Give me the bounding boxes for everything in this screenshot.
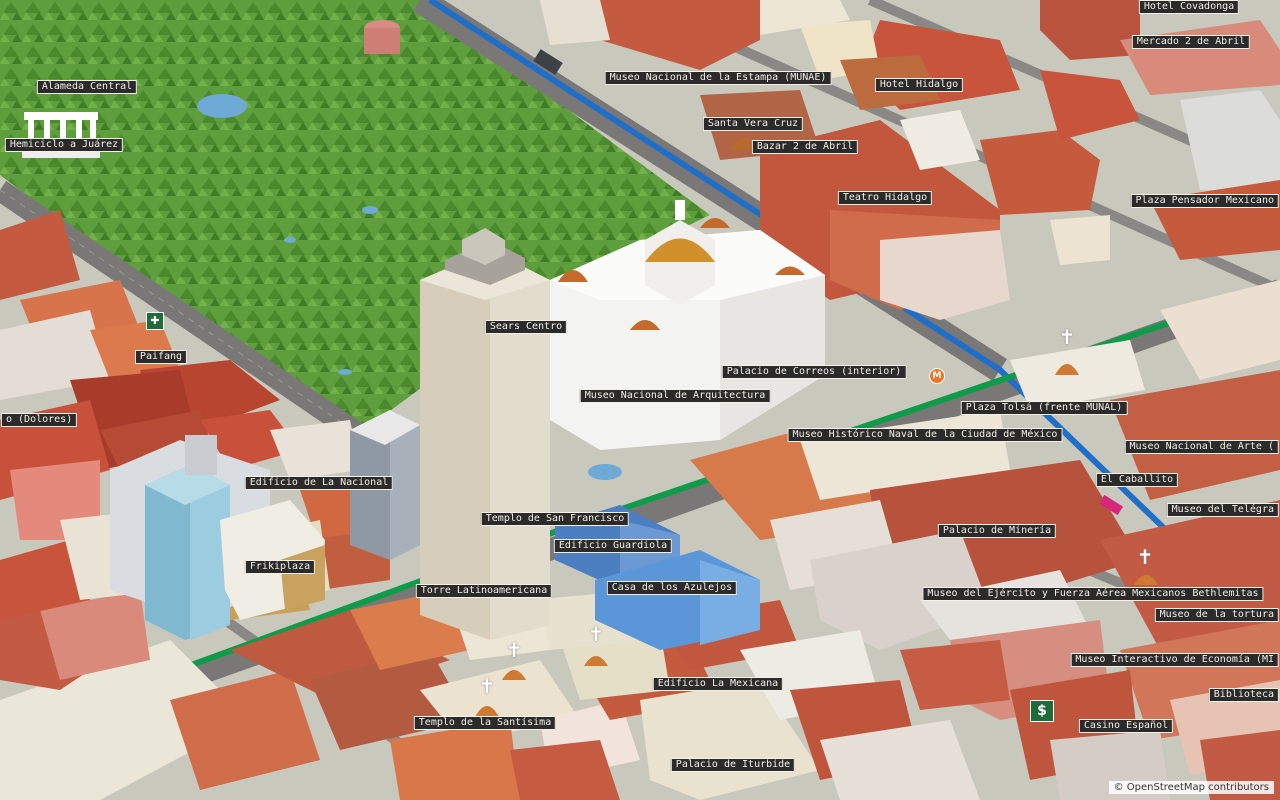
church-cross-icon: ✝ — [478, 674, 496, 698]
label-museo-historico-naval[interactable]: Museo Histórico Naval de la Ciudad de Mé… — [787, 428, 1063, 442]
vehicle — [533, 49, 563, 75]
label-plaza-pensador-mexicano[interactable]: Plaza Pensador Mexicano — [1130, 194, 1279, 208]
buildings-upper-right — [540, 0, 1280, 320]
park-pond — [197, 94, 247, 118]
label-palacio-de-mineria[interactable]: Palacio de Minería — [937, 524, 1057, 538]
label-edificio-guardiola[interactable]: Edificio Guardiola — [553, 539, 673, 553]
church-cross-icon: ✝ — [505, 638, 523, 662]
label-alameda-central[interactable]: Alameda Central — [36, 80, 138, 94]
tram — [1099, 494, 1123, 516]
map-attribution[interactable]: © OpenStreetMap contributors — [1108, 781, 1274, 794]
label-museo-del-ejercito[interactable]: Museo del Ejército y Fuerza Aérea Mexica… — [922, 587, 1264, 601]
label-hotel-covadonga[interactable]: Hotel Covadonga — [1138, 0, 1240, 14]
label-museo-del-telegrafo[interactable]: Museo del Telégra — [1166, 503, 1279, 517]
round-tower — [364, 28, 400, 54]
label-museo-nacional-arte[interactable]: Museo Nacional de Arte ( — [1124, 440, 1279, 454]
label-sears-centro[interactable]: Sears Centro — [484, 320, 568, 334]
label-casino-espanol[interactable]: Casino Español — [1078, 719, 1174, 733]
label-santa-vera-cruz[interactable]: Santa Vera Cruz — [702, 117, 804, 131]
label-hemiciclo-juarez[interactable]: Hemiciclo a Juárez — [4, 138, 124, 152]
label-frikiplaza[interactable]: Frikiplaza — [244, 560, 316, 574]
label-munae[interactable]: Museo Nacional de la Estampa (MUNAE) — [604, 71, 832, 85]
label-teatro-hidalgo[interactable]: Teatro Hidalgo — [837, 191, 933, 205]
label-casa-de-los-azulejos[interactable]: Casa de los Azulejos — [606, 581, 738, 595]
label-museo-nacional-arquitectura[interactable]: Museo Nacional de Arquitectura — [579, 389, 771, 403]
label-hotel-hidalgo[interactable]: Hotel Hidalgo — [874, 78, 964, 92]
church-cross-icon: ✝ — [587, 622, 605, 646]
label-palacio-de-iturbide[interactable]: Palacio de Iturbide — [670, 758, 796, 772]
label-bazar-2-de-abril[interactable]: Bazar 2 de Abril — [751, 140, 859, 154]
label-plaza-tolsa[interactable]: Plaza Tolsá (frente MUNAL) — [960, 401, 1128, 415]
label-biblioteca[interactable]: Biblioteca — [1208, 688, 1279, 702]
label-palacio-de-correos[interactable]: Palacio de Correos (interior) — [721, 365, 907, 379]
church-cross-icon: ✝ — [1136, 545, 1154, 569]
metro-station-icon[interactable]: M — [929, 368, 945, 384]
church-cross-icon: ✝ — [1058, 325, 1076, 349]
label-mercado-2-de-abril[interactable]: Mercado 2 de Abril — [1131, 35, 1251, 49]
label-templo-de-la-santisima[interactable]: Templo de la Santísima — [413, 716, 557, 730]
label-museo-interactivo-economia[interactable]: Museo Interactivo de Economía (MI — [1070, 653, 1279, 667]
label-torre-latinoamericana[interactable]: Torre Latinoamericana — [415, 584, 553, 598]
fountain — [588, 464, 622, 480]
label-edificio-la-nacional[interactable]: Edificio de La Nacional — [244, 476, 394, 490]
label-el-caballito[interactable]: El Caballito — [1095, 473, 1179, 487]
label-edificio-la-mexicana[interactable]: Edificio La Mexicana — [652, 677, 784, 691]
hospital-icon[interactable]: ✚ — [146, 312, 164, 330]
label-dolores[interactable]: o (Dolores) — [0, 413, 78, 427]
label-museo-de-la-tortura[interactable]: Museo de la tortura — [1154, 608, 1279, 622]
bank-icon[interactable]: $ — [1030, 700, 1054, 722]
label-templo-san-francisco[interactable]: Templo de San Francisco — [480, 512, 630, 526]
park-alameda — [0, 0, 710, 440]
hemiciclo-monument — [22, 112, 100, 158]
tower-latinoamericana — [420, 228, 550, 640]
label-paifang[interactable]: Paifang — [134, 350, 188, 364]
